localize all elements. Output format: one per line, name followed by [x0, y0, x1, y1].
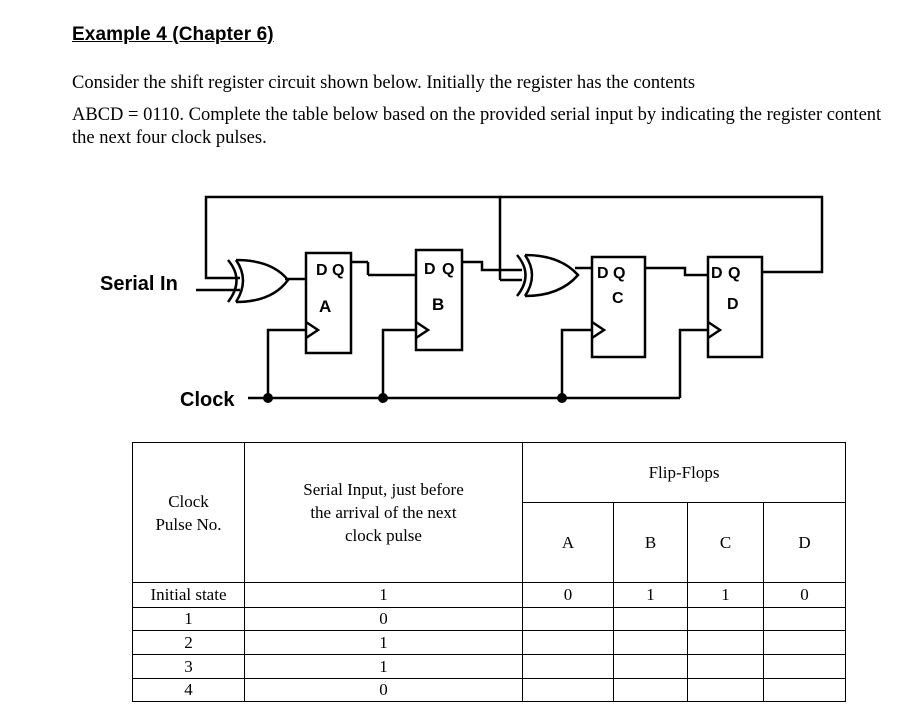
c-cell[interactable]: 1	[687, 582, 764, 608]
d-cell[interactable]	[762, 607, 847, 631]
ff-a-q-label: Q	[332, 262, 344, 279]
c-cell[interactable]	[687, 630, 764, 655]
clock-pulse-header: Clock Pulse No.	[132, 442, 245, 583]
c-cell[interactable]	[687, 607, 764, 631]
serial-cell: 0	[244, 678, 523, 702]
c-cell[interactable]	[687, 654, 764, 679]
table-row: Initial state 1 0 1 1 0	[132, 582, 847, 608]
ff-c-d-label: D	[597, 265, 609, 282]
ff-d-name: D	[727, 296, 739, 313]
ff-b-q-label: Q	[442, 261, 454, 278]
page-heading: Example 4 (Chapter 6)	[72, 24, 274, 45]
wires	[196, 195, 824, 400]
c-cell[interactable]	[687, 678, 764, 702]
table-row: 4 0	[132, 678, 847, 702]
clock-cell: 1	[132, 607, 245, 631]
a-cell[interactable]	[522, 630, 614, 655]
clock-junction-b	[378, 393, 388, 403]
a-cell[interactable]: 0	[522, 582, 614, 608]
ff-a-name: A	[319, 297, 331, 316]
b-cell[interactable]: 1	[613, 582, 688, 608]
clock-cell: Initial state	[132, 582, 245, 608]
b-cell[interactable]	[613, 607, 688, 631]
register-table: Clock Pulse No. Serial Input, just befor…	[132, 442, 847, 702]
serial-cell: 1	[244, 582, 523, 608]
flip-flop-a: D Q A	[304, 251, 353, 355]
serial-in-label: Serial In	[100, 273, 178, 295]
clock-junction-a	[263, 393, 273, 403]
b-cell[interactable]	[613, 678, 688, 702]
xor-gate-1	[226, 258, 290, 304]
ff-d-q-label: Q	[728, 265, 740, 282]
table-row: 3 1	[132, 654, 847, 679]
a-cell[interactable]	[522, 678, 614, 702]
serial-input-header: Serial Input, just before the arrival of…	[244, 442, 523, 583]
flip-flops-header: Flip-Flops	[521, 442, 847, 503]
shift-register-diagram: D Q A D Q B D Q C D Q D Serial In Clock	[100, 195, 824, 411]
flip-flop-c: D Q C	[590, 255, 647, 359]
col-header-b: B	[613, 502, 688, 583]
clock-cell: 3	[132, 654, 245, 679]
problem-paragraph-1: Consider the shift register circuit show…	[72, 73, 696, 93]
table-row: 2 1	[132, 630, 847, 655]
xor-gate-2	[516, 253, 580, 298]
ff-d-d-label: D	[711, 265, 723, 282]
b-cell[interactable]	[613, 654, 688, 679]
clock-label: Clock	[180, 389, 235, 411]
col-header-a: A	[522, 502, 614, 583]
serial-cell: 0	[244, 607, 523, 631]
flip-flop-d: D Q D	[706, 255, 764, 359]
d-cell[interactable]	[762, 630, 847, 655]
problem-paragraph-2: ABCD = 0110. Complete the table below ba…	[72, 105, 882, 148]
d-cell[interactable]	[762, 678, 847, 702]
serial-cell: 1	[244, 630, 523, 655]
d-cell[interactable]: 0	[762, 582, 847, 608]
d-cell[interactable]	[762, 654, 847, 679]
a-cell[interactable]	[522, 654, 614, 679]
col-header-c: C	[687, 502, 764, 583]
table-row: 1 0	[132, 607, 847, 631]
clock-junction-c	[557, 393, 567, 403]
ff-b-d-label: D	[424, 261, 436, 278]
flip-flop-b: D Q B	[414, 248, 464, 352]
clock-cell: 2	[132, 630, 245, 655]
ff-c-q-label: Q	[613, 265, 625, 282]
a-cell[interactable]	[522, 607, 614, 631]
col-header-d: D	[762, 502, 847, 583]
serial-cell: 1	[244, 654, 523, 679]
ff-a-d-label: D	[316, 262, 328, 279]
ff-c-name: C	[612, 290, 624, 307]
clock-cell: 4	[132, 678, 245, 702]
ff-b-name: B	[432, 295, 444, 314]
b-cell[interactable]	[613, 630, 688, 655]
